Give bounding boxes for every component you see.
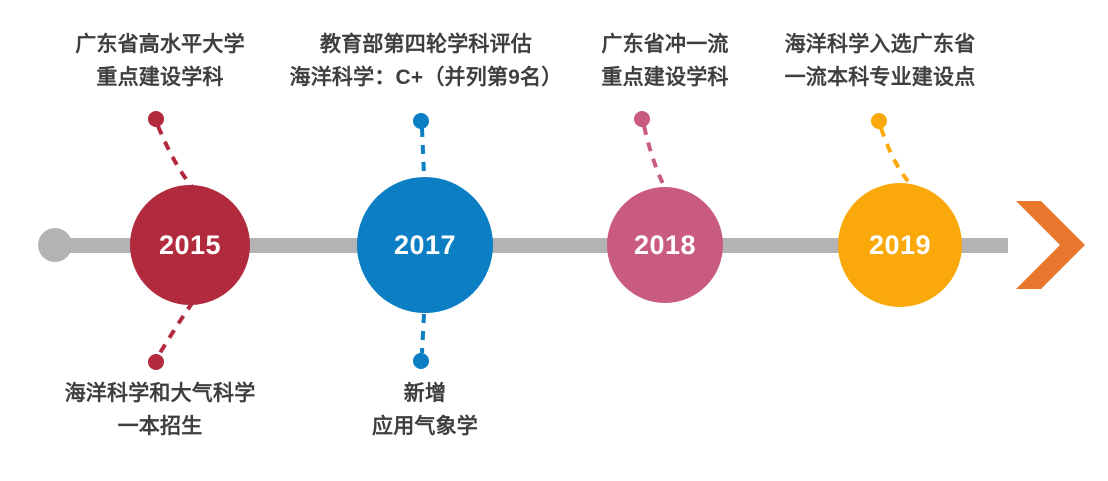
- connector-2017-below: [420, 313, 426, 354]
- connector-2017-above: [420, 127, 426, 176]
- milestone-circle-2017[interactable]: [357, 177, 493, 313]
- label-2015-above: 广东省高水平大学 重点建设学科: [35, 29, 285, 94]
- label-2019-above-line-1: 海洋科学入选广东省: [784, 33, 976, 56]
- milestone-year-2018: 2018: [634, 230, 696, 260]
- label-2015-above-line-1: 广东省高水平大学: [75, 33, 245, 56]
- label-2019-above-line-2: 一流本科专业建设点: [784, 65, 976, 89]
- timeline-arrow-icon: [1016, 201, 1085, 289]
- connector-2015-below: [156, 300, 195, 358]
- label-2015-below-line-1: 海洋科学和大气科学: [64, 382, 256, 405]
- label-2017-above-line-1: 教育部第四轮学科评估: [320, 33, 532, 56]
- milestone-year-2017: 2017: [394, 230, 456, 260]
- label-2015-below-line-2: 一本招生: [117, 414, 203, 438]
- timeline-start-dot: [38, 228, 72, 262]
- label-2018-above-line-2: 重点建设学科: [601, 65, 729, 89]
- connector-dot-2015-below: [148, 354, 164, 370]
- label-2017-below-line-1: 新增: [403, 382, 447, 405]
- label-2017-below: 新增 应用气象学: [330, 378, 520, 443]
- connector-dot-2018-above: [634, 111, 650, 127]
- connector-dot-2019-above: [871, 113, 887, 129]
- connector-dot-2017-below: [413, 353, 429, 369]
- label-2015-above-line-2: 重点建设学科: [96, 65, 224, 89]
- milestone-circle-2015[interactable]: [130, 185, 250, 305]
- label-2017-below-line-2: 应用气象学: [372, 414, 478, 438]
- label-2015-below: 海洋科学和大气科学 一本招生: [35, 378, 285, 443]
- label-2018-above: 广东省冲一流 重点建设学科: [570, 29, 760, 94]
- label-2017-above-line-2: 海洋科学：C+（并列第9名）: [289, 65, 563, 89]
- connector-2019-above: [879, 127, 914, 188]
- connector-2018-above: [642, 125, 667, 189]
- milestone-year-2019: 2019: [869, 230, 931, 260]
- timeline-bar: [48, 238, 1008, 253]
- milestone-year-2015: 2015: [159, 230, 221, 260]
- label-2017-above: 教育部第四轮学科评估 海洋科学：C+（并列第9名）: [281, 29, 571, 94]
- connector-dot-2017-above: [413, 113, 429, 129]
- milestone-circle-2019[interactable]: [838, 183, 962, 307]
- label-2019-above: 海洋科学入选广东省 一流本科专业建设点: [760, 29, 1000, 94]
- connector-2015-above: [156, 125, 195, 190]
- label-2018-above-line-1: 广东省冲一流: [601, 33, 729, 56]
- milestone-circle-2018[interactable]: [607, 187, 723, 303]
- connector-dot-2015-above: [148, 111, 164, 127]
